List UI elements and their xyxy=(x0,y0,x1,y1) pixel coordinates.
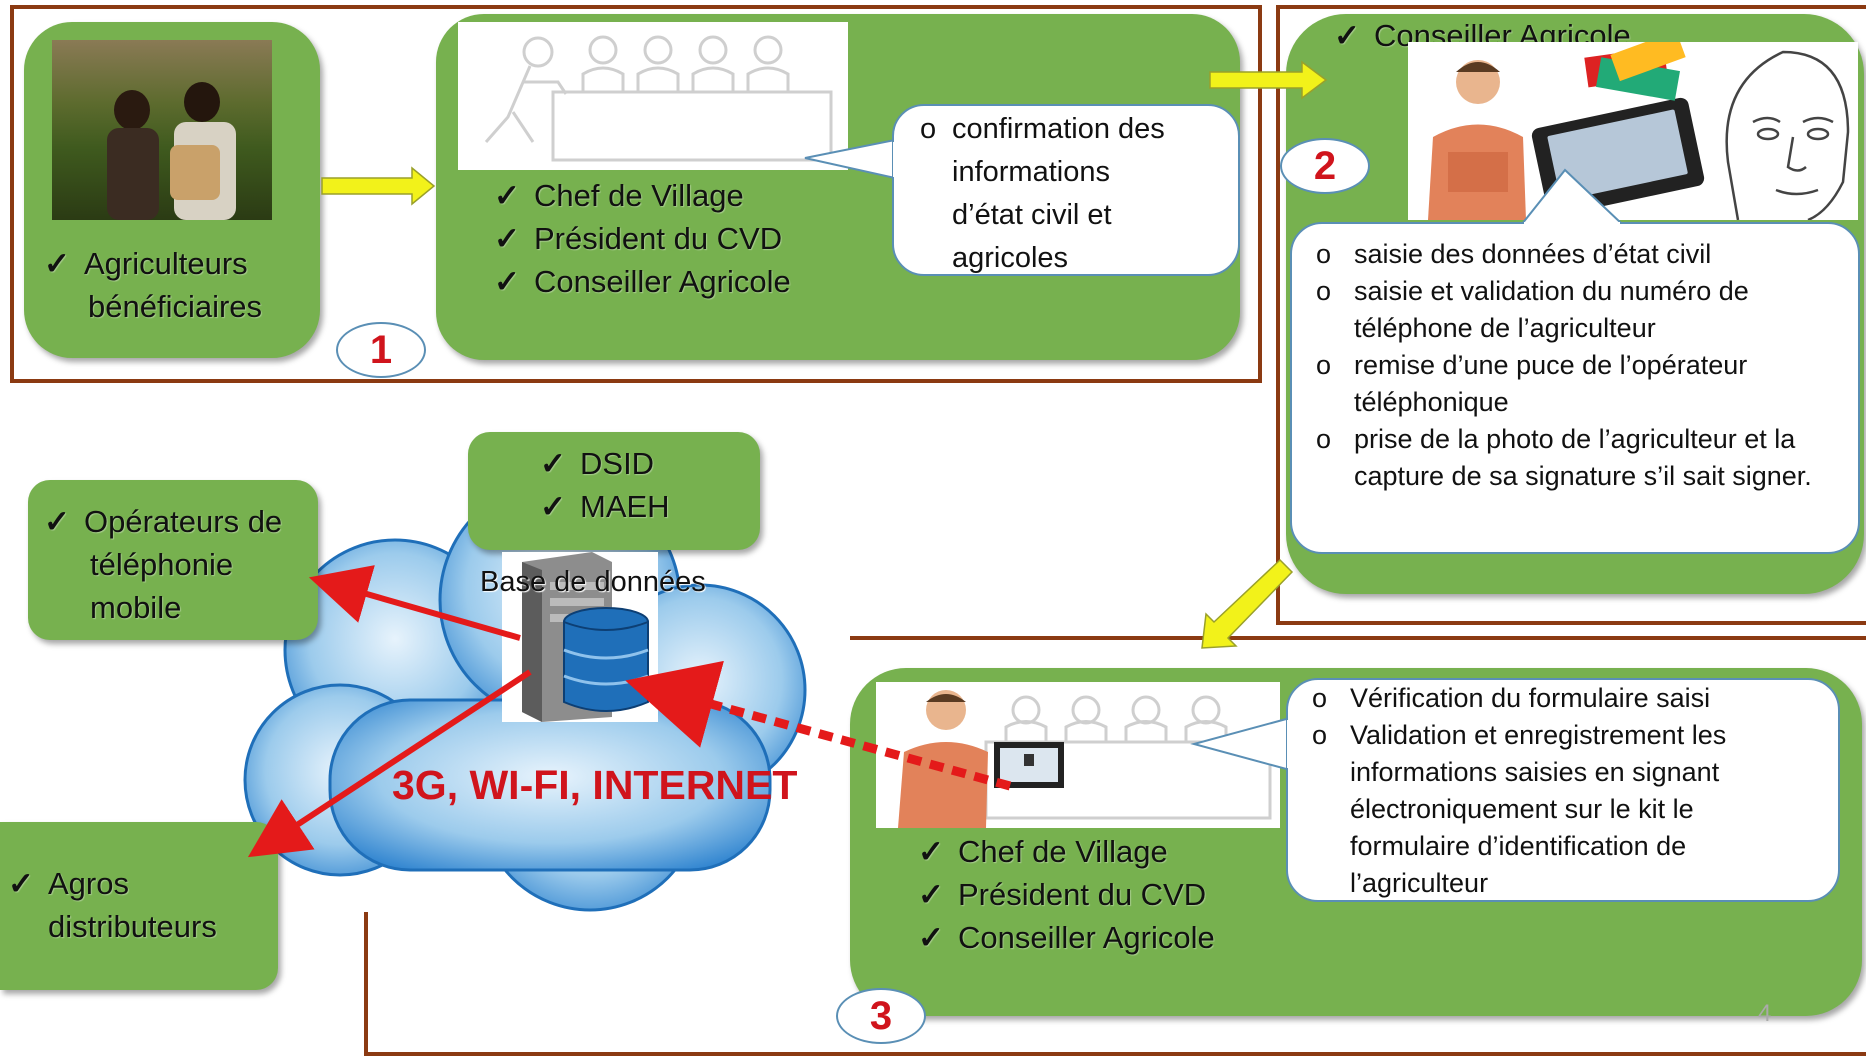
database-label: Base de données xyxy=(480,566,706,598)
owners-list: ✓ DSID ✓ MAEH xyxy=(540,442,670,528)
check-icon: ✓ xyxy=(918,834,944,869)
step2-frame xyxy=(1276,5,1866,625)
check-icon: ✓ xyxy=(8,866,34,901)
owner-label: DSID xyxy=(580,446,655,481)
actor-label: Président du CVD xyxy=(958,877,1207,912)
beneficiaries-line: bénéficiaires xyxy=(88,289,263,324)
step2-bullet: saisie et validation du numéro de téléph… xyxy=(1292,273,1840,347)
step2-number-badge: 2 xyxy=(1280,138,1370,194)
step3-bubble: Vérification du formulaire saisi Validat… xyxy=(1286,678,1840,902)
beneficiaries-line: Agriculteurs xyxy=(84,246,248,281)
check-icon: ✓ xyxy=(540,446,566,481)
check-icon: ✓ xyxy=(494,264,520,299)
distributors-line: Agros xyxy=(48,866,129,901)
check-icon: ✓ xyxy=(44,246,70,281)
agent-tablet-illustration xyxy=(1428,30,1850,222)
step1-bubble: o confirmation des informations d’état ci… xyxy=(892,104,1240,276)
owner-label: MAEH xyxy=(580,489,670,524)
distributors-list: ✓ Agros distributeurs xyxy=(8,862,217,948)
meeting-icon xyxy=(484,35,833,162)
step3-bullet: Vérification du formulaire saisi xyxy=(1288,680,1808,717)
check-icon: ✓ xyxy=(494,178,520,213)
owners-box xyxy=(468,432,760,550)
actor-label: Conseiller Agricole xyxy=(958,920,1215,955)
validation-meeting-photo xyxy=(876,682,1280,828)
bubble-line: confirmation des xyxy=(952,113,1165,145)
step1-actors-list: ✓ Chef de Village ✓ Président du CVD ✓ Cons… xyxy=(494,174,791,303)
check-icon: ✓ xyxy=(494,221,520,256)
actor-label: Président du CVD xyxy=(534,221,783,256)
beneficiaries-list: ✓ Agriculteurs bénéficiaires xyxy=(44,242,262,328)
operators-list: ✓ Opérateurs de téléphonie mobile xyxy=(44,500,282,629)
step3-number-badge: 3 xyxy=(836,988,926,1044)
operators-line: Opérateurs de xyxy=(84,504,283,539)
bubble-seam xyxy=(1524,222,1620,226)
validation-meeting-illustration xyxy=(898,690,1272,828)
page-number: 4 xyxy=(1758,1000,1772,1027)
actor-label: Chef de Village xyxy=(534,178,744,213)
check-icon: ✓ xyxy=(540,489,566,524)
bubble-seam xyxy=(893,142,897,177)
meeting-illustration xyxy=(458,22,848,170)
step2-bubble: saisie des données d’état civil saisie e… xyxy=(1290,222,1860,554)
bubble-line: informations xyxy=(952,156,1110,188)
bubble-seam xyxy=(1287,720,1291,768)
step3-actors-list: ✓ Chef de Village ✓ Président du CVD ✓ Cons… xyxy=(918,830,1215,959)
bubble-line: d’état civil et xyxy=(952,199,1112,231)
network-label: 3G, WI-FI, INTERNET xyxy=(392,762,798,808)
bubble-line: agricoles xyxy=(952,242,1069,274)
check-icon: ✓ xyxy=(44,504,70,539)
step2-bullet: remise d’une puce de l’opérateur télépho… xyxy=(1292,347,1840,421)
step3-bullet: Validation et enregistrement les informa… xyxy=(1288,717,1808,902)
distributors-line: distributeurs xyxy=(48,909,217,944)
actor-label: Conseiller Agricole xyxy=(534,264,791,299)
agent-tablet-photo xyxy=(1408,30,1858,222)
check-icon: ✓ xyxy=(918,877,944,912)
bullet-icon: o xyxy=(920,113,937,145)
step2-bullet: saisie des données d’état civil xyxy=(1292,236,1840,273)
step2-bullet: prise de la photo de l’agriculteur et la… xyxy=(1292,421,1840,495)
operators-line: mobile xyxy=(90,590,182,625)
farmers-illustration xyxy=(107,82,236,220)
operators-line: téléphonie xyxy=(90,547,234,582)
step1-frame xyxy=(10,5,1262,383)
step1-number-badge: 1 xyxy=(336,322,426,378)
operators-box xyxy=(28,480,318,640)
actor-label: Chef de Village xyxy=(958,834,1168,869)
database-server-icon xyxy=(522,552,649,722)
farmers-photo xyxy=(52,40,272,220)
check-icon: ✓ xyxy=(918,920,944,955)
check-icon: ✓ xyxy=(1334,18,1360,53)
distributors-box xyxy=(0,822,278,990)
